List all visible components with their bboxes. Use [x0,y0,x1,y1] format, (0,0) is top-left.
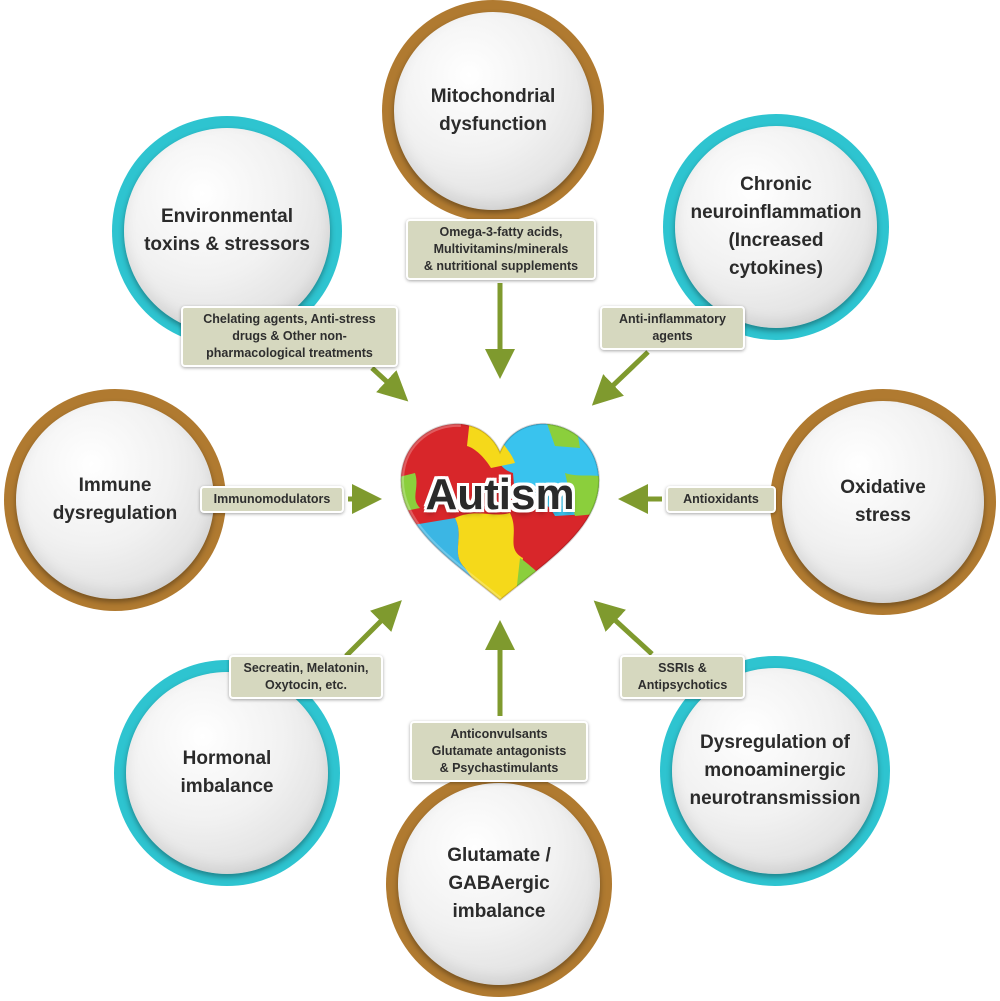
arrow-neuroinflammation [591,350,650,406]
center-title: Autism [425,470,575,519]
node-label-monoaminergic: Dysregulation of monoaminergic neurotran… [689,732,861,809]
node-label-oxidative: Oxidative stress [840,477,926,526]
treatment-hormonal: Secreatin, Melatonin, Oxytocin, etc. [229,655,383,699]
node-immune: Immune dysregulation [4,389,226,611]
node-label-glutamate: Glutamate / GABAergic imbalance [447,845,551,922]
node-mitochondrial: Mitochondrial dysfunction [382,0,604,222]
treatment-neuroinflammation: Anti-inflammatory agents [600,306,745,350]
node-label-neuroinflammation: Chronic neuroinflammation (Increased cyt… [690,174,862,279]
treatment-immune: Immunomodulators [200,486,344,513]
node-label-environmental: Environmental toxins & stressors [144,206,310,255]
treatment-mitochondrial: Omega-3-fatty acids, Multivitamins/miner… [406,219,596,280]
treatment-glutamate: Anticonvulsants Glutamate antagonists & … [410,721,588,782]
node-hormonal: Hormonal imbalance [114,660,340,886]
node-label-mitochondrial: Mitochondrial dysfunction [430,86,556,135]
node-neuroinflammation: Chronic neuroinflammation (Increased cyt… [663,114,889,340]
arrow-hormonal [344,600,402,658]
node-glutamate: Glutamate / GABAergic imbalance [386,771,612,997]
treatment-monoaminergic: SSRIs & Antipsychotics [620,655,745,699]
treatment-environmental: Chelating agents, Anti-stress drugs & Ot… [181,306,398,367]
node-oxidative: Oxidative stress [770,389,996,615]
arrow-monoaminergic [593,600,654,656]
node-label-immune: Immune dysregulation [52,475,178,524]
autism-heart-icon [399,422,601,602]
treatment-oxidative: Antioxidants [666,486,776,513]
arrow-environmental [370,366,409,402]
node-label-hormonal: Hormonal imbalance [180,748,274,797]
